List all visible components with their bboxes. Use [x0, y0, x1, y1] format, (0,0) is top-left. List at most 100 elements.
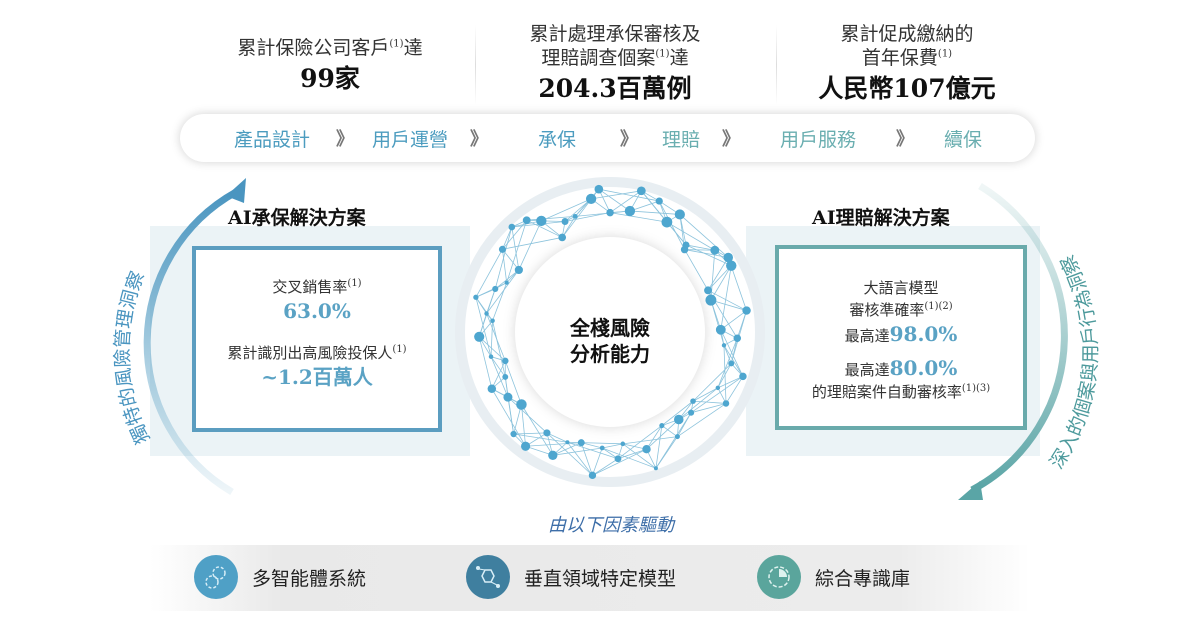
- network-node: [653, 466, 658, 471]
- network-edge: [592, 458, 619, 476]
- network-edge: [504, 360, 522, 405]
- network-edge: [507, 396, 548, 434]
- network-edge: [684, 249, 709, 291]
- network-node: [514, 265, 523, 275]
- network-node: [504, 280, 509, 285]
- network-edge: [541, 198, 592, 222]
- cross-sell-rate-value: 63.0%: [283, 299, 351, 323]
- network-edge: [495, 269, 520, 290]
- network-node: [680, 245, 689, 254]
- network-node: [721, 343, 727, 348]
- network-node: [726, 260, 737, 271]
- network-edge: [661, 425, 678, 437]
- network-node: [558, 233, 567, 242]
- network-node: [474, 331, 485, 342]
- network-edge: [677, 403, 727, 437]
- chevron-right-icon: 》: [896, 129, 914, 150]
- stat-cases-processed: 累計處理承保審核及 理賠調查個案(1)達 204.3百萬例: [475, 22, 755, 106]
- network-node: [516, 399, 527, 410]
- right-arc-arrow: [970, 183, 1068, 494]
- network-node: [484, 311, 489, 316]
- network-edge: [655, 425, 663, 469]
- network-node: [594, 184, 604, 194]
- network-node: [503, 392, 513, 402]
- network-edge: [646, 425, 663, 450]
- network-node: [661, 216, 673, 228]
- network-edge: [720, 310, 747, 331]
- center-label: 全棧風險 分析能力: [570, 316, 650, 366]
- network-edge: [710, 299, 747, 311]
- drivers-heading: 由以下因素驅動: [548, 515, 674, 536]
- drivers-band: [150, 545, 1030, 611]
- network-edge: [707, 289, 747, 311]
- network-edge: [591, 190, 642, 200]
- network-edge: [690, 376, 744, 414]
- network-node: [492, 285, 499, 292]
- network-edge: [622, 443, 657, 469]
- stat-value: 204.3百萬例: [538, 74, 692, 103]
- network-node: [502, 373, 509, 380]
- chevron-right-icon: 》: [620, 129, 638, 150]
- network-node: [636, 186, 646, 196]
- left-panel-title: AI承保解決方案: [228, 207, 366, 229]
- network-edge: [710, 300, 725, 346]
- network-edge: [684, 249, 715, 251]
- network-edge: [475, 297, 492, 357]
- network-edge: [581, 442, 603, 449]
- network-node: [561, 218, 569, 225]
- network-edge: [655, 436, 678, 469]
- network-node: [715, 324, 726, 335]
- network-graph: [473, 184, 751, 480]
- network-edge: [717, 338, 738, 388]
- network-edge: [717, 363, 732, 389]
- network-node: [577, 439, 585, 447]
- network-edge: [720, 329, 744, 377]
- network-node: [548, 450, 558, 460]
- network-edge: [678, 387, 719, 420]
- network-edge: [602, 447, 657, 469]
- divider: [475, 25, 476, 105]
- stat-insurance-clients: 累計保險公司客戶(1)達 99家: [190, 36, 470, 96]
- network-edge: [717, 375, 744, 389]
- network-node: [722, 400, 730, 407]
- network-edge: [622, 436, 678, 445]
- network-edge: [617, 448, 647, 460]
- network-node: [655, 197, 663, 205]
- network-edge: [685, 244, 715, 251]
- insurance-lifecycle-pipeline: 產品設計 》 用戶運營 》 承保 》 理賠 》 用戶服務 》 續保: [180, 114, 1035, 162]
- accuracy-value: 98.0%: [889, 322, 958, 346]
- network-edge: [723, 345, 744, 377]
- gears-icon: [194, 555, 238, 599]
- center-circle: [515, 237, 705, 427]
- left-arc-arrow: [143, 188, 238, 496]
- network-edge: [511, 226, 520, 270]
- network-node: [543, 429, 551, 437]
- network-edge: [490, 356, 506, 378]
- network-node: [588, 471, 597, 480]
- network-node: [723, 252, 734, 263]
- network-node: [521, 441, 531, 451]
- network-node: [728, 360, 735, 367]
- network-edge: [491, 388, 526, 447]
- network-edge: [492, 320, 506, 378]
- step-user-service: 用戶服務: [780, 128, 857, 151]
- network-edge: [598, 188, 631, 212]
- network-edge: [666, 221, 716, 251]
- network-node: [522, 216, 531, 225]
- network-node: [659, 423, 665, 429]
- arrow-head-icon: [958, 481, 983, 500]
- network-edge: [725, 376, 744, 404]
- network-edge: [486, 313, 506, 362]
- network-edge: [475, 297, 487, 314]
- network-edge: [692, 363, 732, 402]
- network-node: [624, 205, 636, 217]
- network-node: [674, 434, 680, 440]
- network-edge: [478, 336, 506, 362]
- network-edge: [609, 190, 642, 213]
- network-node: [642, 445, 651, 454]
- network-edge: [690, 403, 727, 414]
- network-node: [487, 384, 497, 393]
- network-node: [585, 193, 597, 204]
- network-edge: [592, 448, 647, 476]
